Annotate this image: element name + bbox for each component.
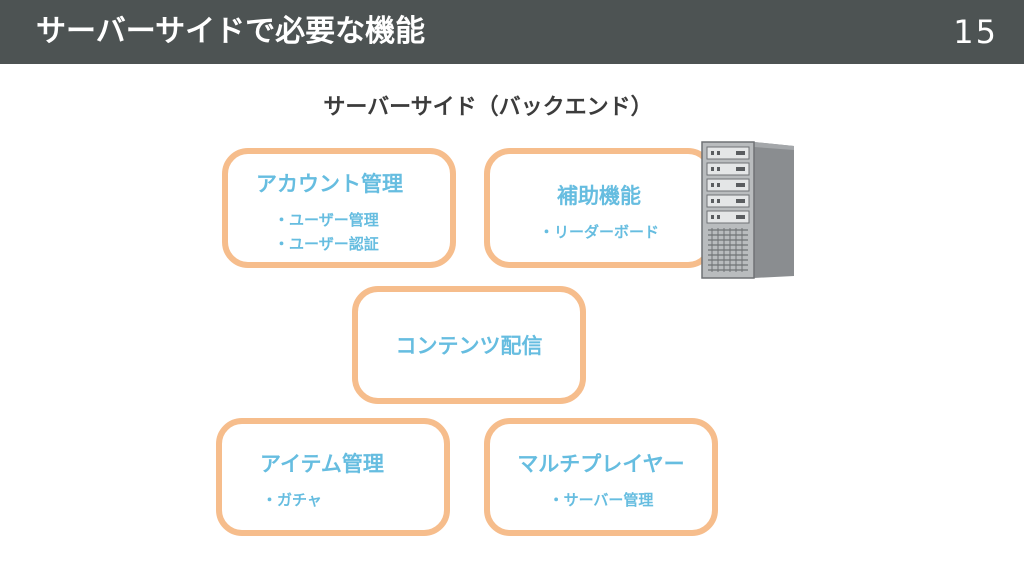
auxiliary-features-title: 補助機能 — [557, 184, 641, 208]
section-title: サーバーサイド（バックエンド） — [323, 95, 653, 120]
item-management-items: ・ガチャ — [262, 488, 322, 512]
account-management-items: ・ユーザー管理 ・ユーザー認証 — [274, 208, 379, 256]
item-management-box: アイテム管理 ・ガチャ — [216, 418, 450, 536]
server-tower-icon — [701, 141, 794, 279]
item-management-title: アイテム管理 — [260, 452, 384, 476]
multiplayer-box: マルチプレイヤー ・サーバー管理 — [484, 418, 718, 536]
content-delivery-box: コンテンツ配信 — [352, 286, 586, 404]
account-management-title: アカウント管理 — [256, 172, 403, 196]
slide-title: サーバーサイドで必要な機能 — [36, 14, 426, 49]
list-item: ・ガチャ — [262, 491, 322, 509]
list-item: ・リーダーボード — [538, 223, 659, 241]
auxiliary-features-items: ・リーダーボード — [490, 220, 708, 244]
list-item: ・サーバー管理 — [548, 491, 654, 509]
multiplayer-title: マルチプレイヤー — [517, 452, 685, 476]
page-number: 15 — [953, 13, 998, 51]
multiplayer-items: ・サーバー管理 — [490, 488, 712, 512]
list-item: ・ユーザー管理 — [274, 211, 379, 229]
account-management-box: アカウント管理 ・ユーザー管理 ・ユーザー認証 — [222, 148, 456, 268]
list-item: ・ユーザー認証 — [274, 235, 379, 253]
slide-header: サーバーサイドで必要な機能 15 — [0, 0, 1024, 64]
auxiliary-features-box: 補助機能 ・リーダーボード — [484, 148, 714, 268]
content-delivery-title: コンテンツ配信 — [395, 334, 543, 358]
